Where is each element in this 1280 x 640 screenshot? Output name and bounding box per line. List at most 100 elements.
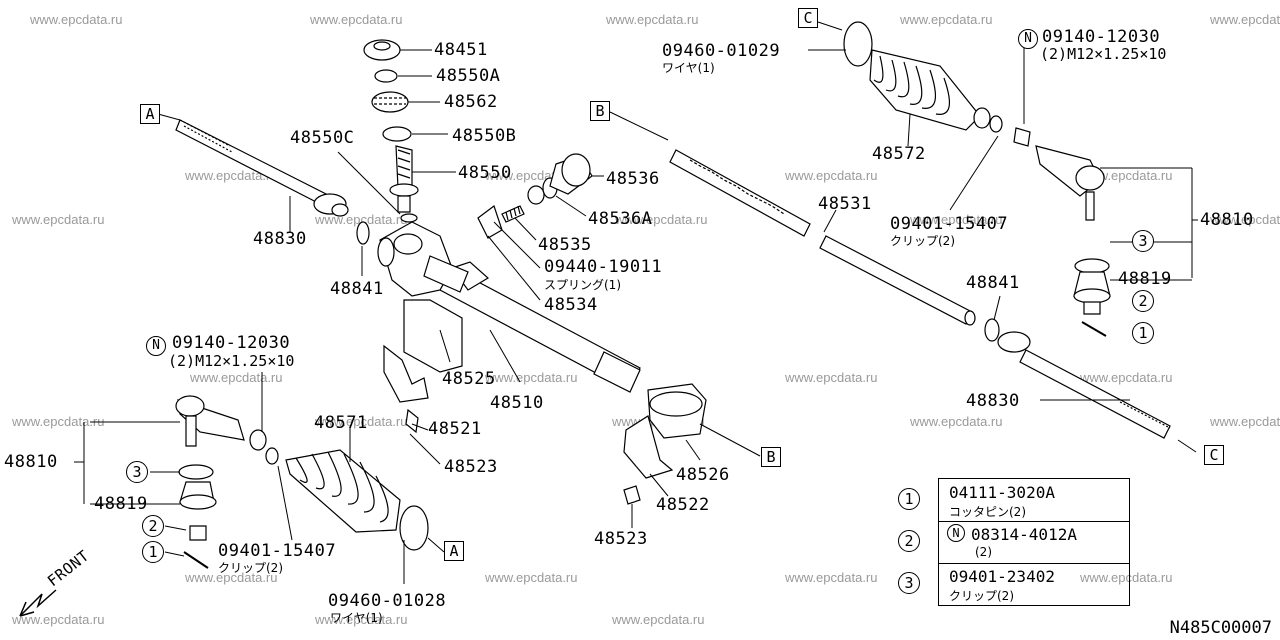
part-label-48841-left: 48841 [330,279,384,299]
legend-desc: コッタピン(2) [949,505,1026,519]
ref-box-b: B [590,101,610,121]
part-label-48531: 48531 [818,194,872,214]
legend-table: 04111-3020A コッタピン(2) N 08314-4012A (2) 0… [938,478,1130,606]
watermark: www.epcdata.ru [485,570,578,585]
part-desc-wire-top: ワイヤ(1) [662,61,715,75]
watermark: www.epcdata.ru [1210,414,1280,429]
part-label-48536A: 48536A [588,209,653,229]
part-label-09401-15407-bottom: 09401-15407 [218,541,337,561]
part-label-48810-left: 48810 [4,452,58,472]
watermark: www.epcdata.ru [185,570,278,585]
part-label-48522: 48522 [656,495,710,515]
nut-symbol-icon: N [146,336,166,356]
ref-circle-1: 1 [1132,322,1154,344]
mount-bracket-left [383,299,463,434]
watermark: www.epcdata.ru [12,212,105,227]
part-label-48536: 48536 [606,169,660,189]
ref-box-a: A [140,104,160,124]
nut-symbol-icon: N [1018,29,1038,49]
right-boot [843,21,1031,147]
part-label-48562: 48562 [444,92,498,112]
part-label-48535: 48535 [538,235,592,255]
part-label-09460-01028: 09460-01028 [328,591,447,611]
nut-symbol-icon: N [947,524,965,542]
part-label-09140-12030-top: 09140-12030 [1042,27,1161,47]
watermark: www.epcdata.ru [12,612,105,627]
mount-bracket-right [623,383,707,505]
pinion-stack [363,39,419,223]
leader-lines [74,21,1198,584]
part-desc-nut-bottom: (2)M12×1.25×10 [168,352,295,370]
part-label-48510: 48510 [490,393,544,413]
part-desc-nut-top: (2)M12×1.25×10 [1040,45,1167,63]
part-label-48525: 48525 [442,369,496,389]
part-label-48819-right: 48819 [1118,269,1172,289]
part-label-48841-right: 48841 [966,273,1020,293]
legend-desc: クリップ(2) [949,589,1014,603]
part-label-09460-01029: 09460-01029 [662,41,781,61]
ref-circle-1: 1 [142,541,164,563]
watermark: www.epcdata.ru [485,370,578,385]
part-desc-clip-bottom: クリップ(2) [218,561,283,575]
ref-box-a: A [444,541,464,561]
part-label-48523-bottom: 48523 [594,529,648,549]
watermark: www.epcdata.ru [612,612,705,627]
part-label-48550C: 48550C [290,128,355,148]
ref-circle-2: 2 [142,515,164,537]
part-label-48550: 48550 [458,163,512,183]
rack-guide [477,205,503,239]
part-label-48572: 48572 [872,144,926,164]
left-washer [356,221,370,245]
watermark: www.epcdata.ru [185,168,278,183]
spring-plug [501,153,593,223]
front-arrow-icon [19,589,57,617]
legend-circle-3: 3 [898,572,920,594]
watermark: www.epcdata.ru [1210,12,1280,27]
watermark: www.epcdata.ru [190,370,283,385]
legend-part: 09401-23402 [949,567,1055,586]
right-tie-rod [984,318,1171,439]
watermark: www.epcdata.ru [315,612,408,627]
ref-box-b: B [761,447,781,467]
legend-row: 04111-3020A コッタピン(2) [939,479,1129,522]
watermark: www.epcdata.ru [30,12,123,27]
legend-circle-2: 2 [898,530,920,552]
part-label-09401-15407-top: 09401-15407 [890,214,1009,234]
diagram-code: N485C00007 [1169,618,1272,638]
part-label-48534: 48534 [544,295,598,315]
watermark: www.epcdata.ru [12,414,105,429]
legend-row: N 08314-4012A (2) [939,521,1129,564]
watermark: www.epcdata.ru [785,570,878,585]
watermark: www.epcdata.ru [1210,212,1280,227]
watermark: www.epcdata.ru [1080,570,1173,585]
part-label-48451: 48451 [434,40,488,60]
legend-desc: (2) [975,545,992,559]
watermark: www.epcdata.ru [900,12,993,27]
watermark: www.epcdata.ru [315,414,408,429]
part-label-48830-right: 48830 [966,391,1020,411]
watermark: www.epcdata.ru [910,212,1003,227]
ref-circle-3: 3 [126,461,148,483]
watermark: www.epcdata.ru [785,370,878,385]
left-tie-rod-end [175,395,245,569]
left-boot [249,429,429,551]
ref-circle-3: 3 [1132,230,1154,252]
gear-housing [377,221,469,297]
part-desc-wire-bottom: ワイヤ(1) [330,611,383,625]
watermark: www.epcdata.ru [615,212,708,227]
part-label-09140-12030-bottom: 09140-12030 [172,333,291,353]
legend-part: 04111-3020A [949,483,1055,502]
part-label-48526: 48526 [676,465,730,485]
part-label-48810-right: 48810 [1200,210,1254,230]
legend-part: 08314-4012A [971,525,1077,544]
part-label-48819-left: 48819 [94,494,148,514]
part-desc-spring: スプリング(1) [544,278,621,292]
legend-circle-1: 1 [898,488,920,510]
left-tie-rod [175,119,349,217]
part-desc-clip-top: クリップ(2) [890,234,955,248]
ref-box-c: C [1204,445,1224,465]
watermark: www.epcdata.ru [910,414,1003,429]
part-label-09440-19011: 09440-19011 [544,257,663,277]
